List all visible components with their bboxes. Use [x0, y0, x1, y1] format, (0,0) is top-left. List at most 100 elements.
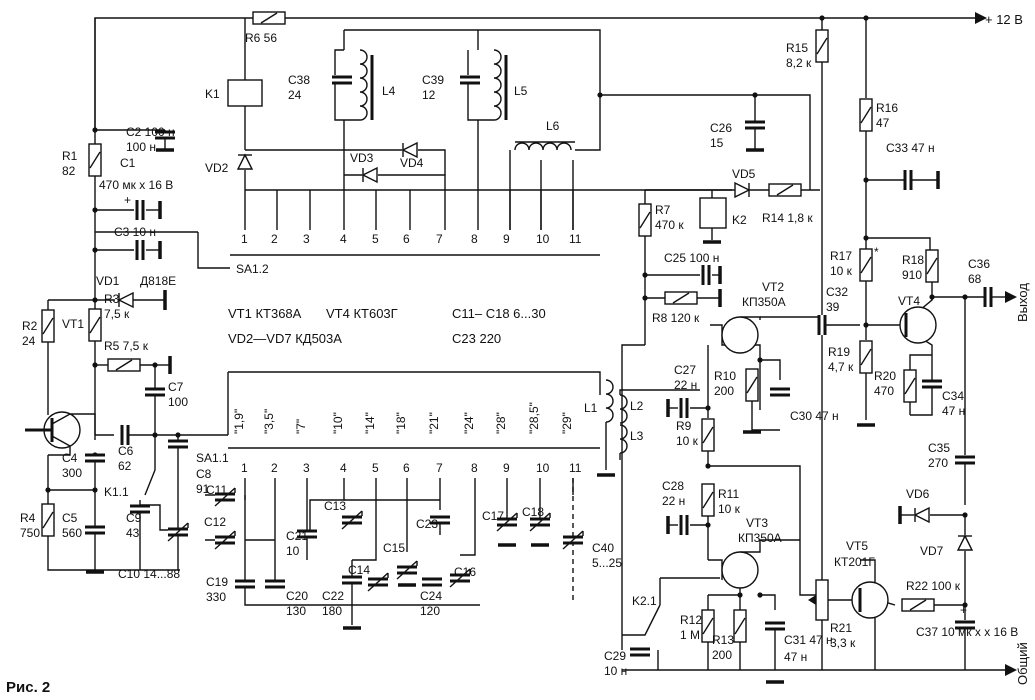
switch-pos-11: 11 [569, 461, 582, 475]
r21-ref: R21 [830, 621, 852, 635]
sa12-pos-7: 7 [436, 232, 443, 246]
capacitor-c3 [135, 240, 145, 260]
k2-label: K2 [732, 213, 747, 227]
capacitor-value-c36: 68 [968, 272, 982, 286]
l2-label: L2 [630, 399, 644, 413]
trimmer-arrow [167, 522, 189, 542]
switch-pos-6: 6 [403, 461, 410, 475]
resistor-r8 [664, 291, 698, 305]
capacitor-label-c13: C13 [324, 499, 346, 513]
k1-label: K1 [205, 87, 220, 101]
capacitor-label-c2: C2 100 н [126, 125, 175, 139]
capacitor-label-c25: C25 100 н [664, 251, 719, 265]
resistor-r12 [701, 609, 715, 643]
wire [334, 49, 344, 75]
wire [708, 465, 822, 596]
trimmer-arrow [449, 568, 471, 588]
resistor-r5 [107, 358, 141, 372]
wire [244, 588, 480, 606]
capacitor-c37 [955, 620, 975, 630]
resistor-ref-r16: R16 [876, 101, 898, 115]
capacitor-label-c15: C15 [383, 541, 405, 555]
capacitor-ref-c35: C35 [928, 441, 950, 455]
capacitor-value-c2: 100 н [126, 140, 156, 154]
capacitor-value-c27: 22 н [674, 378, 697, 392]
capacitor-c22 [342, 575, 362, 585]
output-arrow [1005, 291, 1017, 303]
wire [751, 401, 780, 431]
resistor-value-r9: 10 к [676, 434, 699, 448]
trimmer-arrow [341, 510, 363, 530]
vt2-type: КП350А [742, 295, 786, 309]
capacitor-c32 [817, 315, 827, 335]
diode-ref-vd7: VD7 [920, 544, 944, 558]
band-label-1: "1,9" [232, 409, 246, 434]
coil-l1 [605, 379, 614, 423]
coil-l5 [493, 49, 502, 121]
resistor-ref-r9: R9 [676, 419, 692, 433]
capacitor-c38 [332, 75, 352, 85]
switch-section-sa11: SA1.1 [196, 451, 229, 465]
coil-l3 [619, 424, 628, 454]
wire [740, 539, 800, 553]
capacitor-ref-c32: C32 [826, 285, 848, 299]
wire [197, 232, 230, 269]
sa12-pos-5: 5 [372, 232, 379, 246]
resistor-r18 [925, 249, 939, 283]
band-label-11: "29" [560, 412, 574, 434]
capacitor-ref-c39: C39 [422, 73, 444, 87]
coil-l6 [514, 142, 572, 151]
resistor-value-r1: 82 [62, 164, 76, 178]
power-arrow [975, 12, 987, 24]
diode-vd3 [361, 166, 378, 184]
capacitor-value-c40: 5...25 [592, 556, 622, 570]
r17-star: * [874, 245, 879, 259]
l4-label: L4 [382, 84, 396, 98]
capacitor-c26 [745, 120, 765, 130]
capacitor-ref-c8: C8 [196, 467, 212, 481]
wire [418, 149, 446, 175]
resistor-ref-r4: R4 [20, 511, 36, 525]
capacitor-label-c37: C37 10 мк х х 16 В [916, 625, 1018, 639]
wire [760, 359, 781, 380]
band-label-4: "10" [331, 412, 345, 434]
sa12-pos-8: 8 [471, 232, 478, 246]
resistor-r19 [859, 340, 873, 374]
capacitor-ref-c40: C40 [592, 541, 614, 555]
diode-vd1 [117, 291, 134, 309]
resistor-ref-r20: R20 [874, 369, 896, 383]
wire [334, 84, 360, 121]
switch-pos-1: 1 [241, 461, 248, 475]
resistor-ref-r7: R7 [655, 203, 671, 217]
transistor-vt4 [899, 306, 937, 344]
band-label-10: "28,5" [527, 402, 541, 434]
band-label-3: "7" [294, 419, 308, 434]
resistor-r3 [88, 308, 102, 342]
vt3-type: КП350А [738, 531, 782, 545]
switch-pos-3: 3 [303, 461, 310, 475]
resistor-value-r12: 1 М [680, 628, 700, 642]
capacitor-value-c38: 24 [288, 88, 302, 102]
wire [708, 559, 723, 580]
capacitor-c36 [983, 287, 993, 307]
r21-wiper [808, 595, 816, 605]
capacitor-c34 [922, 379, 942, 389]
wire [910, 388, 933, 416]
trimmer-arrow [214, 530, 236, 550]
resistor-ref-r3: R3 [104, 292, 120, 306]
switch-pos-2: 2 [271, 461, 278, 475]
common-arrow [1005, 664, 1017, 676]
resistor-r15 [815, 29, 829, 63]
sa12-pos-2: 2 [271, 232, 278, 246]
relay-k2 [699, 197, 727, 229]
diode-ref-vd5: VD5 [732, 167, 756, 181]
trimmer-arrow [496, 512, 518, 532]
power-terminal-label: + 12 В [985, 12, 1023, 27]
band-label-9: "28" [494, 412, 508, 434]
capacitor-c24 [422, 577, 442, 587]
band-label-7: "21" [427, 412, 441, 434]
diode-vd4 [401, 141, 418, 159]
vt2-label: VT2 [762, 280, 784, 294]
resistor-value-r11: 10 к [718, 502, 741, 516]
capacitor-value-c7: 100 [168, 395, 188, 409]
